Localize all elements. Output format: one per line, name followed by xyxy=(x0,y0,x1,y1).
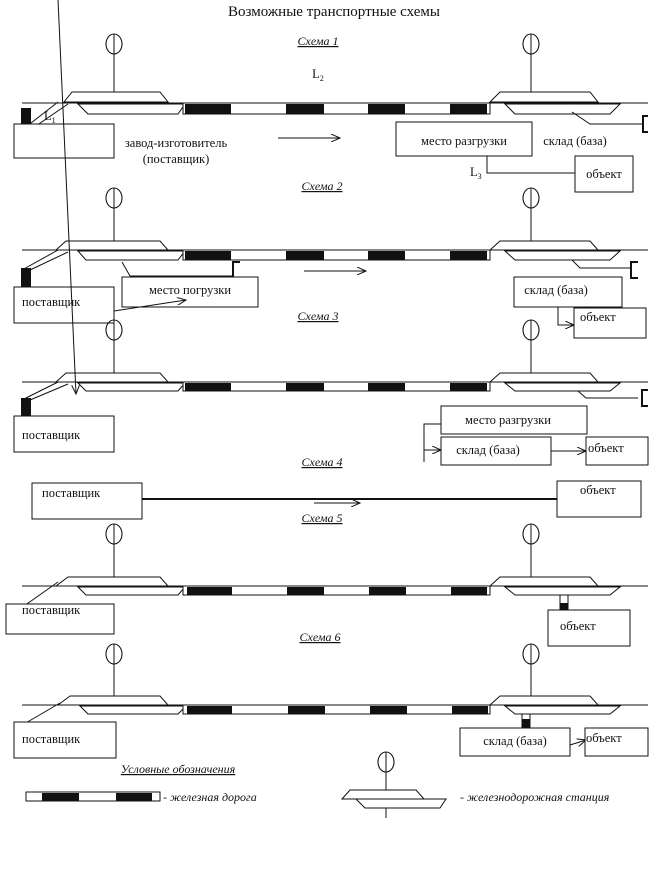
legend-station-label: - железнодорожная станция xyxy=(460,790,610,804)
object-label: объект xyxy=(560,619,596,633)
scheme-3: Схема 3 поставщик место разгрузки xyxy=(13,0,649,466)
buffer-stop xyxy=(630,261,638,279)
station-left xyxy=(62,33,186,115)
scheme-2: Схема 2 поставщик место погрузки xyxy=(13,179,648,339)
legend-title: Условные обозначения xyxy=(121,762,236,776)
object-label: объект xyxy=(580,483,616,497)
warehouse-box xyxy=(513,276,623,308)
warehouse-box xyxy=(459,727,571,757)
object-box xyxy=(547,609,631,647)
scheme-1-caption: Схема 1 xyxy=(297,34,338,48)
supplier-label-1: завод-изготовитель xyxy=(125,136,228,150)
supplier-box xyxy=(13,286,115,324)
unloading-label: место разгрузки xyxy=(465,413,551,427)
label-l3: L3 xyxy=(470,165,482,181)
buffer-stop xyxy=(641,389,648,407)
scheme-6-caption: Схема 6 xyxy=(299,630,340,644)
scheme-1: Схема 1 L2 L1 завод-изготовитель xyxy=(13,33,648,193)
supplier-label: поставщик xyxy=(22,732,81,746)
legend-railway-label: - железная дорога xyxy=(163,790,257,804)
object-label: объект xyxy=(588,441,624,455)
label-l1: L1 xyxy=(44,109,56,125)
supplier-label: поставщик xyxy=(22,295,81,309)
railway-track xyxy=(182,585,491,596)
supplier-box xyxy=(13,415,115,453)
scheme-4-caption: Схема 4 xyxy=(301,455,342,469)
warehouse-label: склад (база) xyxy=(456,443,520,457)
legend-railway-symbol xyxy=(25,791,161,802)
object-label: объект xyxy=(586,167,622,181)
station-right xyxy=(488,643,622,715)
loading-label: место погрузки xyxy=(149,283,231,297)
scheme-5-caption: Схема 5 xyxy=(301,511,342,525)
legend: Условные обозначения - железная дорога -… xyxy=(25,751,610,819)
station-right xyxy=(488,187,622,261)
scheme-2-caption: Схема 2 xyxy=(301,179,342,193)
supplier-box xyxy=(13,721,117,759)
railway-track xyxy=(182,381,491,392)
station-left xyxy=(54,319,187,392)
object-box xyxy=(584,727,649,757)
supplier-box xyxy=(5,603,115,635)
railway-track xyxy=(182,704,491,715)
object-box xyxy=(573,307,647,339)
station-left xyxy=(54,523,187,596)
warehouse-label: склад (база) xyxy=(543,134,607,148)
object-label: объект xyxy=(586,731,622,745)
supplier-label-2: (поставщик) xyxy=(143,152,210,166)
object-box xyxy=(556,480,642,518)
label-l2: L2 xyxy=(312,67,324,83)
access-track-stub xyxy=(21,108,31,128)
page-title: Возможные транспортные схемы xyxy=(228,4,440,20)
scheme-6: Схема 6 поставщик склад (база) объект xyxy=(13,630,649,759)
buffer-stop xyxy=(642,115,648,133)
unloading-box xyxy=(440,405,588,435)
warehouse-label: склад (база) xyxy=(483,734,547,748)
station-right xyxy=(488,33,622,115)
supplier-label: поставщик xyxy=(22,428,81,442)
object-label: объект xyxy=(580,310,616,324)
railway-track xyxy=(182,249,491,261)
object-box xyxy=(585,436,649,466)
supplier-label: поставщик xyxy=(42,486,101,500)
loading-box xyxy=(121,276,259,308)
station-left xyxy=(56,643,188,715)
railway-track xyxy=(182,102,491,115)
legend-station-symbol xyxy=(340,751,447,819)
station-left xyxy=(54,187,187,261)
scheme-5: Схема 5 поставщик объект xyxy=(5,511,648,647)
unloading-label: место разгрузки xyxy=(421,134,507,148)
warehouse-label: склад (база) xyxy=(524,283,588,297)
supplier-box xyxy=(31,482,143,520)
scheme-4: Схема 4 поставщик объект xyxy=(31,455,642,520)
supplier-label: поставщик xyxy=(22,603,81,617)
scheme-3-caption: Схема 3 xyxy=(297,309,338,323)
warehouse-box xyxy=(440,436,552,466)
object-box xyxy=(574,155,634,193)
station-right xyxy=(488,523,622,596)
unloading-box xyxy=(395,121,533,157)
